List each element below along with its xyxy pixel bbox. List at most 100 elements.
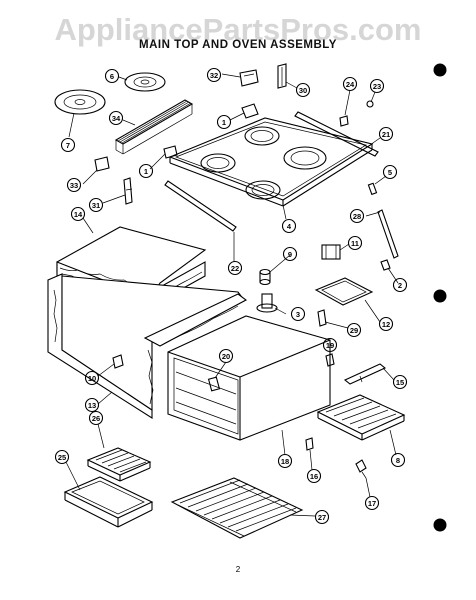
svg-text:12: 12 [382, 320, 390, 329]
svg-text:33: 33 [70, 181, 78, 190]
callout-18: 18 [277, 453, 293, 469]
svg-text:21: 21 [382, 130, 390, 139]
callout-15: 15 [392, 374, 408, 390]
svg-text:1: 1 [144, 167, 148, 176]
callout-34: 34 [108, 110, 124, 126]
callout-22: 22 [227, 260, 243, 276]
part-20-sensor [207, 376, 221, 392]
callout-labels: 1 1 2 3 4 5 6 7 8 9 10 11 12 13 14 15 16… [54, 67, 408, 525]
svg-text:30: 30 [299, 86, 307, 95]
part-8-broil-element [316, 394, 406, 441]
callout-16: 16 [306, 468, 322, 484]
part-30-clip [277, 63, 287, 89]
svg-text:7: 7 [66, 141, 70, 150]
part-5-clip [367, 182, 378, 196]
svg-text:2: 2 [398, 281, 402, 290]
svg-text:28: 28 [353, 212, 361, 221]
callout-19: 19 [322, 337, 338, 353]
callout-5: 5 [382, 164, 398, 180]
part-29-clip [317, 309, 327, 327]
leader-lines [65, 73, 399, 517]
svg-text:29: 29 [350, 326, 358, 335]
part-1-bracket [241, 103, 259, 119]
registration-dot [433, 63, 447, 77]
part-18-oven-cavity [167, 315, 331, 441]
svg-text:6: 6 [110, 72, 114, 81]
part-4-cooktop [168, 117, 374, 207]
part-2-clip [380, 259, 391, 271]
part-11-terminal-block [321, 244, 341, 260]
svg-text:5: 5 [388, 168, 392, 177]
callout-10: 10 [84, 370, 100, 386]
part-17-hook [355, 459, 367, 479]
part-13-oven-insulation [47, 273, 248, 420]
callout-33: 33 [66, 177, 82, 193]
part-12-tray [314, 277, 374, 306]
callout-24: 24 [342, 76, 358, 92]
part-7-drip-bowl [54, 89, 106, 138]
svg-text:25: 25 [58, 453, 66, 462]
svg-text:10: 10 [88, 374, 96, 383]
part-9-knob [259, 268, 271, 286]
callout-30: 30 [295, 82, 311, 98]
callout-29: 29 [346, 322, 362, 338]
svg-text:11: 11 [351, 239, 359, 248]
svg-text:27: 27 [318, 513, 326, 522]
svg-text:26: 26 [92, 414, 100, 423]
callout-12: 12 [378, 316, 394, 332]
svg-text:13: 13 [88, 401, 96, 410]
watermark-text: AppliancePartsPros.com [55, 12, 422, 47]
diagram-title: MAIN TOP AND OVEN ASSEMBLY [139, 39, 337, 51]
svg-text:4: 4 [287, 222, 292, 231]
callout-3: 3 [290, 306, 306, 322]
callout-8: 8 [390, 452, 406, 468]
svg-text:32: 32 [210, 71, 218, 80]
svg-text:8: 8 [396, 456, 400, 465]
svg-text:34: 34 [112, 114, 121, 123]
part-33-bracket [94, 156, 110, 172]
part-25-broiler-pan [63, 476, 154, 528]
callout-20: 20 [218, 348, 234, 364]
callout-31: 31 [88, 197, 104, 213]
callout-23: 23 [369, 78, 385, 94]
part-6-drip-bowl [124, 72, 166, 92]
part-16-clip [305, 437, 314, 451]
callout-32: 32 [206, 67, 222, 83]
part-32-bracket [239, 69, 259, 87]
page-number: 2 [236, 565, 241, 574]
part-3-switch [256, 293, 278, 313]
part-10-clip [112, 354, 124, 369]
callout-27: 27 [314, 509, 330, 525]
svg-text:24: 24 [346, 80, 355, 89]
callout-9: 9 [282, 246, 298, 262]
svg-text:31: 31 [92, 201, 100, 210]
svg-text:14: 14 [74, 210, 83, 219]
part-34-trim-strip [114, 99, 194, 155]
callout-11: 11 [347, 235, 363, 251]
part-28-rod [377, 209, 399, 259]
part-15-support-bar [343, 363, 387, 385]
registration-dot [433, 518, 447, 532]
registration-dot [433, 289, 447, 303]
callout-25: 25 [54, 449, 70, 465]
callout-6: 6 [104, 68, 120, 84]
callout-13: 13 [84, 397, 100, 413]
svg-text:17: 17 [368, 499, 376, 508]
svg-text:15: 15 [396, 378, 404, 387]
svg-text:22: 22 [231, 264, 239, 273]
callout-2: 2 [392, 277, 408, 293]
part-23-nut [366, 100, 374, 108]
callout-28: 28 [349, 208, 365, 224]
callout-21: 21 [378, 126, 394, 142]
callout-7: 7 [60, 137, 76, 153]
svg-text:3: 3 [296, 310, 300, 319]
callout-17: 17 [364, 495, 380, 511]
svg-text:19: 19 [326, 341, 334, 350]
svg-text:9: 9 [288, 250, 292, 259]
callout-1-lower: 1 [138, 163, 154, 179]
callout-14: 14 [70, 206, 86, 222]
part-24-screw [339, 115, 349, 127]
part-26-broiler-grid [86, 447, 152, 482]
part-22-front-trim [164, 180, 237, 232]
